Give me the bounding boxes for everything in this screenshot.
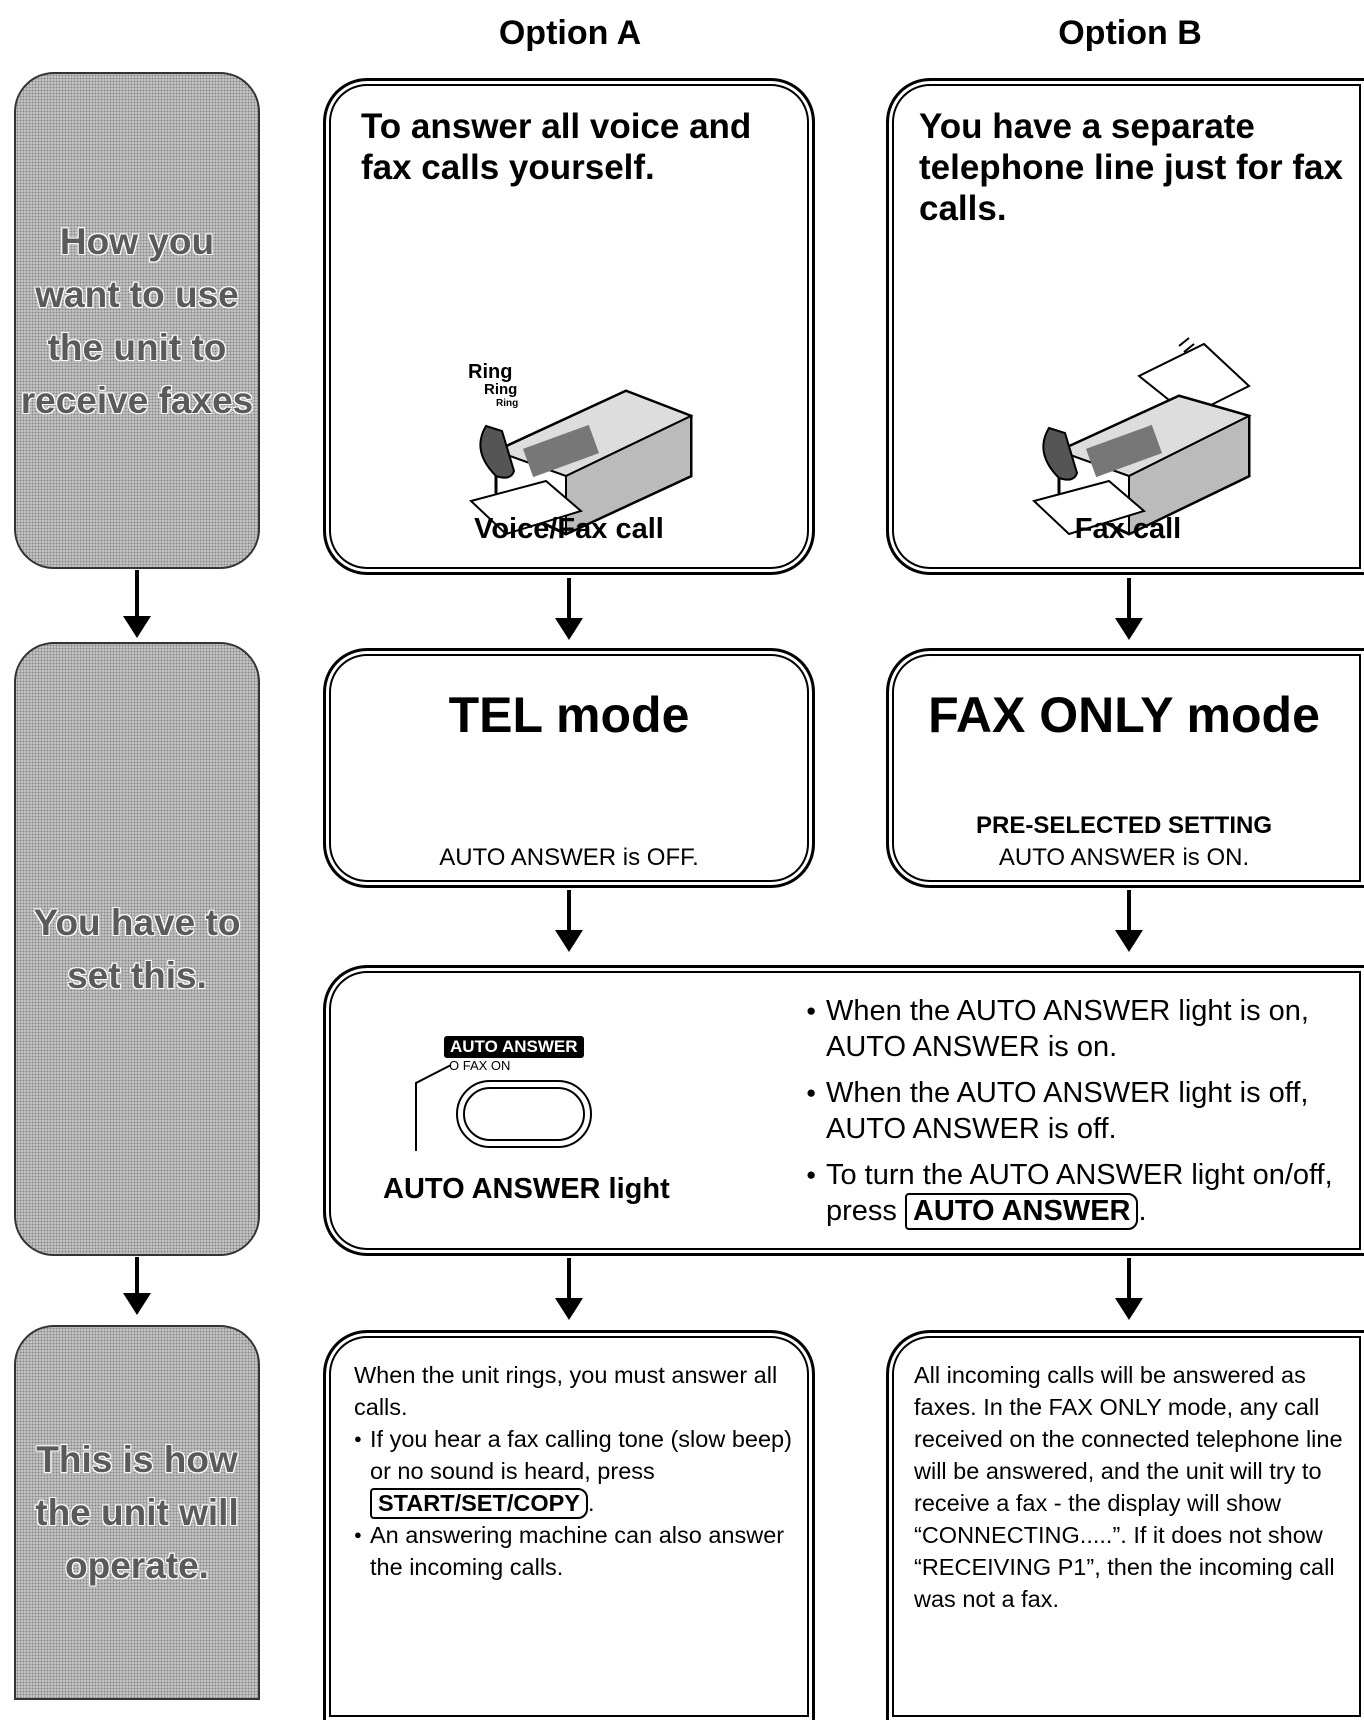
side-label-use: How you want to use the unit to receive … bbox=[14, 72, 260, 569]
option-b-question: You have a separate telephone line just … bbox=[919, 107, 1343, 228]
fax-machine-receiving-icon bbox=[1032, 337, 1252, 536]
ring-text: Ring bbox=[468, 361, 512, 383]
option-b-question-box: You have a separate telephone line just … bbox=[886, 78, 1364, 575]
auto-answer-panel: AUTO ANSWER O FAX ON AUTO ANSWER light W… bbox=[323, 965, 1364, 1256]
option-b-arrow-3 bbox=[1115, 1258, 1143, 1320]
fax-only-mode-setting: AUTO ANSWER is ON. bbox=[998, 844, 1250, 871]
start-set-copy-key[interactable]: START/SET/COPY bbox=[370, 1488, 588, 1520]
fax-on-indicator-label: O FAX ON bbox=[449, 1058, 511, 1073]
indicator-leader-line bbox=[415, 1064, 452, 1151]
option-b-arrow-1 bbox=[1115, 578, 1143, 640]
auto-answer-light-caption: AUTO ANSWER light bbox=[383, 1173, 670, 1205]
auto-answer-button[interactable] bbox=[456, 1080, 592, 1148]
option-a-caption: Voice/Fax call bbox=[474, 513, 664, 545]
side-label-set: You have to set this. bbox=[14, 642, 260, 1256]
tel-mode-setting: AUTO ANSWER is OFF. bbox=[439, 844, 699, 871]
option-a-arrow-1 bbox=[555, 578, 583, 640]
fax-only-mode-title: FAX ONLY mode bbox=[928, 687, 1320, 743]
operation-bullet-fax-tone: If you hear a fax calling tone (slow bee… bbox=[354, 1423, 799, 1520]
option-b-caption: Fax call bbox=[1074, 513, 1182, 545]
side-arrow-2 bbox=[123, 1257, 151, 1315]
auto-answer-key[interactable]: AUTO ANSWER bbox=[904, 1193, 1139, 1231]
ring-text: Ring bbox=[484, 381, 517, 398]
bullet-light-off: When the AUTO ANSWER light is off, AUTO … bbox=[806, 1075, 1346, 1147]
bullet-light-on: When the AUTO ANSWER light is on, AUTO A… bbox=[806, 993, 1346, 1065]
option-b-operation-box: All incoming calls will be answered as f… bbox=[886, 1330, 1364, 1720]
tel-mode-box: TEL mode AUTO ANSWER is OFF. bbox=[323, 648, 815, 888]
option-a-question: To answer all voice and fax calls yourse… bbox=[361, 107, 752, 187]
fax-machine-ringing-icon: Ring Ring Ring bbox=[468, 361, 694, 536]
side-arrow-1 bbox=[123, 570, 151, 638]
auto-answer-bullets: When the AUTO ANSWER light is on, AUTO A… bbox=[806, 993, 1346, 1240]
option-b-operation-text: All incoming calls will be answered as f… bbox=[914, 1362, 1343, 1612]
option-a-arrow-3 bbox=[555, 1258, 583, 1320]
operation-intro: When the unit rings, you must answer all… bbox=[354, 1362, 778, 1420]
option-a-question-box: To answer all voice and fax calls yourse… bbox=[323, 78, 815, 575]
fax-only-mode-box: FAX ONLY mode PRE-SELECTED SETTING AUTO … bbox=[886, 648, 1364, 888]
option-b-arrow-2 bbox=[1115, 890, 1143, 952]
bullet-toggle: To turn the AUTO ANSWER light on/off, pr… bbox=[806, 1157, 1346, 1231]
tel-mode-title: TEL mode bbox=[448, 687, 690, 743]
auto-answer-button-label: AUTO ANSWER bbox=[444, 1036, 584, 1058]
preselected-label: PRE-SELECTED SETTING bbox=[975, 812, 1273, 839]
ring-text: Ring bbox=[496, 398, 518, 409]
option-a-arrow-2 bbox=[555, 890, 583, 952]
option-a-operation-text: When the unit rings, you must answer all… bbox=[354, 1359, 799, 1583]
side-label-operate: This is how the unit will operate. bbox=[14, 1325, 260, 1700]
operation-bullet-answering-machine: An answering machine can also answer the… bbox=[354, 1519, 799, 1583]
option-b-heading: Option B bbox=[1058, 14, 1202, 52]
option-a-heading: Option A bbox=[498, 14, 642, 52]
option-a-operation-box: When the unit rings, you must answer all… bbox=[323, 1330, 815, 1720]
